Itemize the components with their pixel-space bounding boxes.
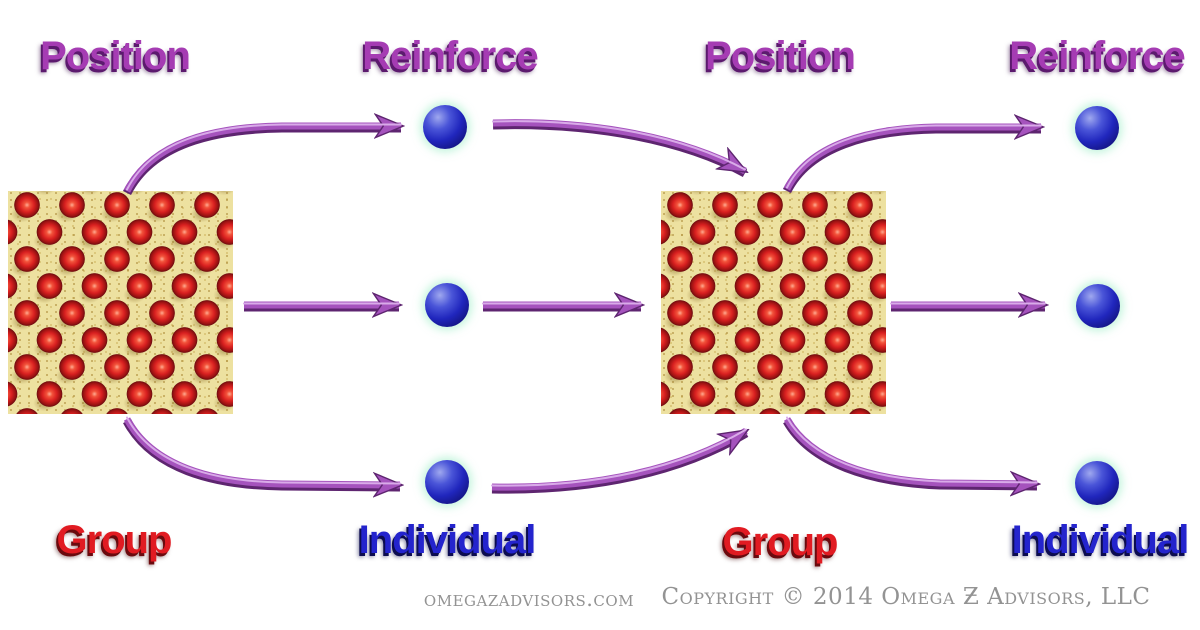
individual-sphere-middle-2 <box>1076 284 1120 328</box>
label-group-1: Group <box>56 518 173 562</box>
individual-sphere-top-1 <box>423 105 467 149</box>
label-position-2: Position <box>705 34 856 78</box>
arrow-group1-to-individual-middle1 <box>243 304 399 308</box>
label-individual-1: Individual <box>358 518 537 562</box>
label-reinforce-2: Reinforce <box>1009 34 1185 78</box>
arrow-group1-to-individual-bottom1 <box>123 416 400 488</box>
individual-sphere-middle-1 <box>425 283 469 327</box>
individual-sphere-bottom-2 <box>1075 461 1119 505</box>
group-grid-2 <box>661 191 886 414</box>
individual-sphere-top-2 <box>1075 106 1119 150</box>
label-position-1: Position <box>40 34 191 78</box>
arrow-group2-to-individual-top2 <box>782 126 1041 194</box>
arrow-individual-middle1-to-group2 <box>482 304 641 308</box>
arrow-group2-to-individual-middle2 <box>890 304 1045 308</box>
copyright-text: Copyright © 2014 Omega Ƶ Advisors, LLC <box>661 584 1151 610</box>
label-group-2: Group <box>722 520 839 564</box>
group-grid-1 <box>8 191 233 414</box>
website-text: omegazadvisors.com <box>423 587 635 611</box>
individual-sphere-bottom-1 <box>425 460 469 504</box>
arrow-individual-top1-to-group2 <box>492 119 745 177</box>
arrow-group1-to-individual-top1 <box>122 125 401 196</box>
arrow-group2-to-individual-bottom2 <box>783 416 1037 487</box>
arrow-individual-bottom1-to-group2 <box>491 427 746 494</box>
label-reinforce-1: Reinforce <box>362 34 538 78</box>
label-individual-2: Individual <box>1011 518 1190 562</box>
